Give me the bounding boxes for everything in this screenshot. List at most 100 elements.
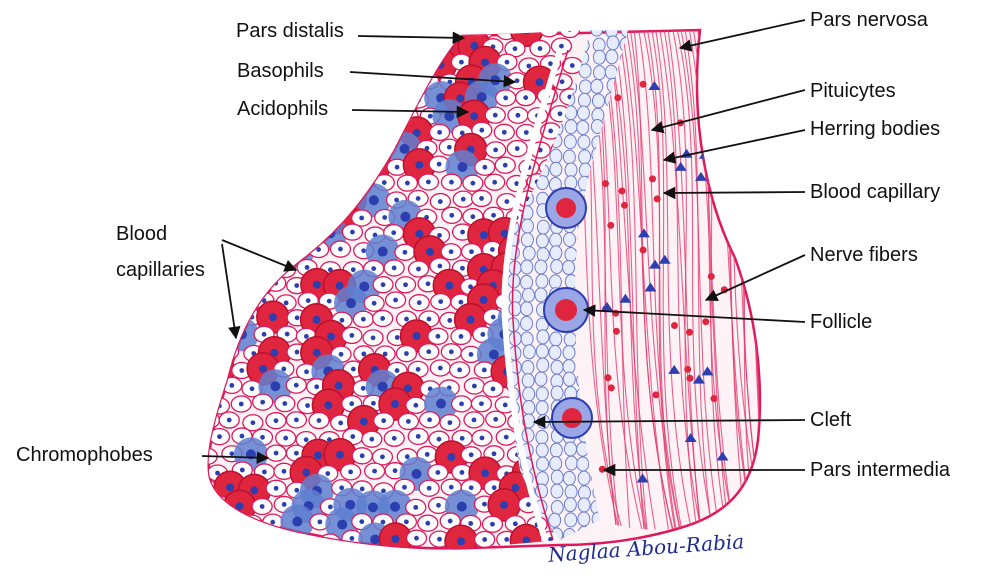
acidophil-cell bbox=[345, 135, 377, 167]
chromophobe-cell bbox=[341, 92, 361, 108]
herring-body bbox=[604, 374, 611, 381]
intermedia-cell bbox=[549, 345, 561, 359]
nucleus bbox=[349, 401, 354, 406]
nucleus bbox=[405, 555, 410, 560]
intermedia-cell bbox=[579, 150, 591, 164]
nucleus bbox=[493, 417, 498, 422]
nucleus bbox=[351, 367, 356, 372]
intermedia-cell bbox=[564, 233, 576, 247]
nucleus bbox=[469, 452, 474, 457]
nucleus bbox=[240, 434, 245, 439]
nucleus bbox=[426, 180, 431, 185]
chromophobe-cell bbox=[219, 143, 239, 159]
intermedia-cell bbox=[578, 498, 590, 512]
herring-body bbox=[671, 322, 678, 329]
nucleus bbox=[304, 437, 309, 442]
herring-body bbox=[702, 318, 709, 325]
nucleus bbox=[326, 128, 331, 133]
nucleus bbox=[404, 46, 409, 51]
nerve-fiber bbox=[746, 20, 788, 560]
nucleus bbox=[425, 452, 430, 457]
nucleus bbox=[402, 485, 407, 490]
chromophobe-cell bbox=[343, 54, 363, 70]
nucleus bbox=[392, 436, 397, 441]
nucleus bbox=[251, 213, 256, 218]
chromophobe-cell bbox=[276, 534, 296, 550]
nucleus bbox=[380, 316, 385, 321]
nucleus bbox=[381, 111, 386, 116]
nucleus bbox=[238, 130, 243, 135]
nucleus bbox=[513, 46, 518, 51]
nucleus bbox=[216, 162, 221, 167]
nucleus bbox=[504, 199, 509, 204]
intermedia-cell bbox=[607, 36, 619, 50]
intermedia-cell bbox=[521, 332, 533, 346]
intermedia-cell bbox=[563, 150, 575, 164]
nucleus bbox=[324, 401, 332, 409]
nucleus bbox=[372, 97, 377, 102]
chromophobe-cell bbox=[199, 549, 219, 565]
intermedia-cell bbox=[522, 288, 534, 302]
nucleus bbox=[393, 468, 398, 473]
nucleus bbox=[348, 469, 353, 474]
nerve-fiber bbox=[742, 20, 801, 560]
nucleus bbox=[340, 318, 345, 323]
intermedia-cell bbox=[550, 246, 562, 260]
nucleus bbox=[226, 349, 231, 354]
nucleus bbox=[313, 349, 321, 357]
nucleus bbox=[215, 97, 220, 102]
nucleus bbox=[482, 537, 487, 542]
nucleus bbox=[262, 536, 267, 541]
nucleus bbox=[230, 554, 235, 559]
arrow-pars-distalis bbox=[358, 36, 464, 38]
nucleus bbox=[294, 417, 299, 422]
chromophobe-cell bbox=[222, 548, 242, 564]
chromophobe-cell bbox=[287, 208, 307, 224]
nucleus bbox=[207, 114, 212, 119]
nucleus bbox=[327, 299, 332, 304]
nucleus bbox=[502, 130, 507, 135]
chromophobe-cell bbox=[274, 225, 294, 241]
chromophobe-cell bbox=[318, 156, 338, 172]
nucleus bbox=[448, 519, 453, 524]
nucleus bbox=[526, 64, 531, 69]
nucleus bbox=[360, 45, 365, 50]
nucleus bbox=[338, 421, 343, 426]
nucleus bbox=[382, 77, 387, 82]
nucleus bbox=[536, 78, 544, 86]
label-pars-distalis: Pars distalis bbox=[236, 20, 344, 42]
intermedia-cell bbox=[577, 457, 589, 471]
nucleus bbox=[304, 369, 309, 374]
nucleus bbox=[558, 111, 563, 116]
nucleus bbox=[426, 281, 431, 286]
nucleus bbox=[281, 231, 286, 236]
chromophobe-cell bbox=[560, 21, 580, 37]
intermedia-cell bbox=[577, 120, 589, 134]
nucleus bbox=[392, 266, 397, 271]
nucleus bbox=[207, 351, 212, 356]
acidophil-cell bbox=[205, 13, 237, 45]
intermedia-cell bbox=[536, 344, 548, 358]
nucleus bbox=[260, 435, 265, 440]
nucleus bbox=[480, 332, 485, 337]
nucleus bbox=[206, 554, 211, 559]
intermedia-cell bbox=[578, 135, 590, 149]
intermedia-cell bbox=[549, 513, 561, 527]
nucleus bbox=[270, 247, 275, 252]
nucleus bbox=[449, 249, 454, 254]
nucleus bbox=[340, 145, 345, 150]
nucleus bbox=[216, 131, 221, 136]
nucleus bbox=[472, 384, 477, 389]
intermedia-cell bbox=[521, 302, 533, 316]
nucleus bbox=[436, 399, 446, 409]
chromophobe-cell bbox=[461, 550, 481, 566]
nucleus bbox=[448, 420, 453, 425]
nucleus bbox=[360, 453, 365, 458]
intermedia-cell bbox=[521, 260, 533, 274]
nucleus bbox=[467, 316, 475, 324]
nucleus bbox=[393, 94, 398, 99]
chromophobe-cell bbox=[208, 156, 228, 172]
nucleus bbox=[218, 197, 223, 202]
nucleus bbox=[274, 418, 279, 423]
